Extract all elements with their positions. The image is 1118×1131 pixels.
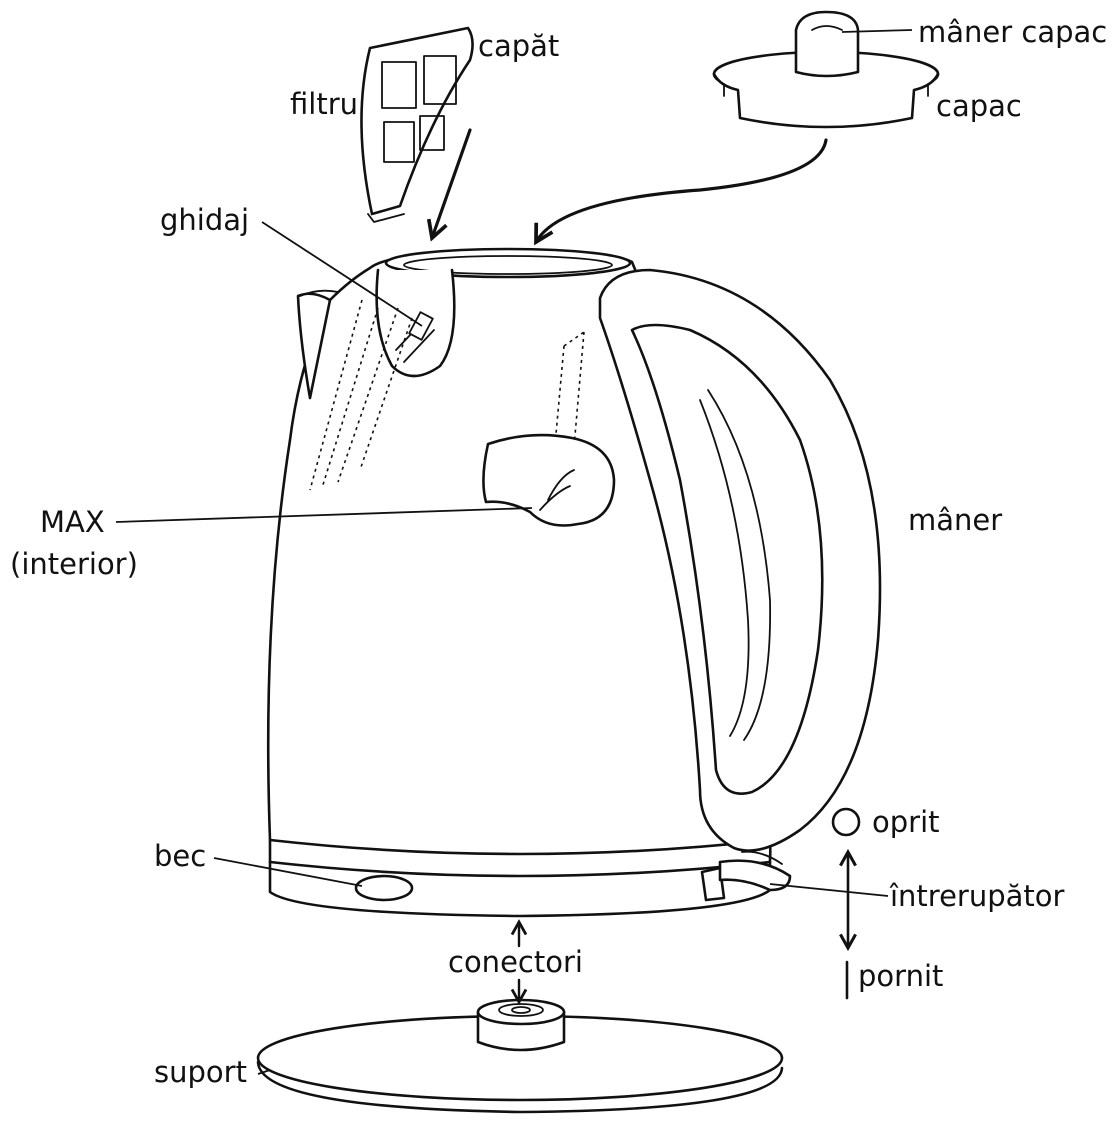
switch-leader [769,883,889,897]
guide-leader [261,221,423,327]
circle-off-icon [831,807,861,837]
lid [712,10,940,129]
label-lamp: bec [154,839,206,873]
label-filter: filtru [290,87,358,121]
label-lid: capac [936,89,1022,123]
label-handle: mâner [908,503,1002,537]
label-lid-handle: mâner capac [918,15,1107,49]
max-leader [115,507,533,523]
label-on: pornit [858,959,943,993]
lamp-leader [213,857,363,887]
filter-insert-arrow [432,128,472,238]
kettle-handle [598,268,882,852]
label-connectors: conectori [448,945,583,979]
label-max: MAX [40,505,105,539]
lid-handle-leader [841,29,913,33]
label-filter-tip: capăt [478,29,559,63]
kettle-base [256,998,784,1114]
label-base: suport [154,1055,247,1089]
base-leader [257,1069,271,1075]
lid-attach-arrow [536,138,828,242]
label-guide: ghidaj [160,203,249,237]
label-max-interior: (interior) [10,547,138,581]
label-off: oprit [872,805,940,839]
filter [360,26,474,223]
label-switch: întrerupător [889,879,1065,913]
